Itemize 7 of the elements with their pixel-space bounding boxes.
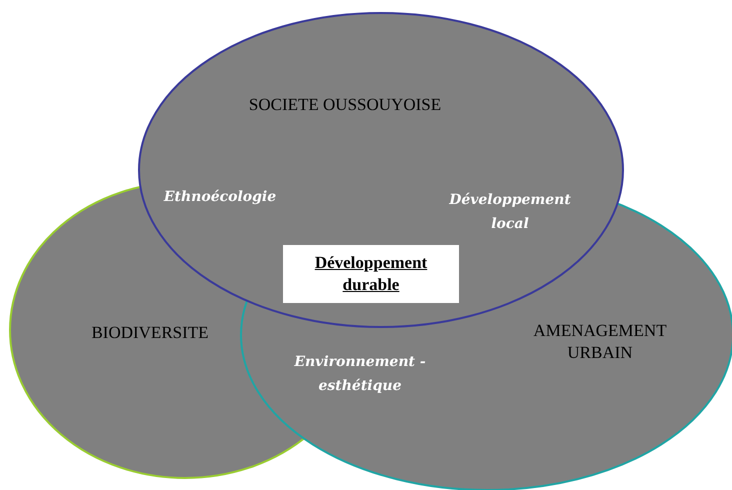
set-title: SOCIETE OUSSOUYOISE [248, 94, 442, 116]
overlap-label: Environnement - esthétique [293, 353, 427, 396]
overlap-label: Développement local [448, 191, 572, 234]
overlap-label: Ethnoécologie [162, 188, 278, 207]
set-title: AMENAGEMENT URBAIN [532, 320, 668, 364]
set-title: BIODIVERSITE [90, 322, 210, 344]
center-label-box: Développement durable [283, 245, 459, 303]
